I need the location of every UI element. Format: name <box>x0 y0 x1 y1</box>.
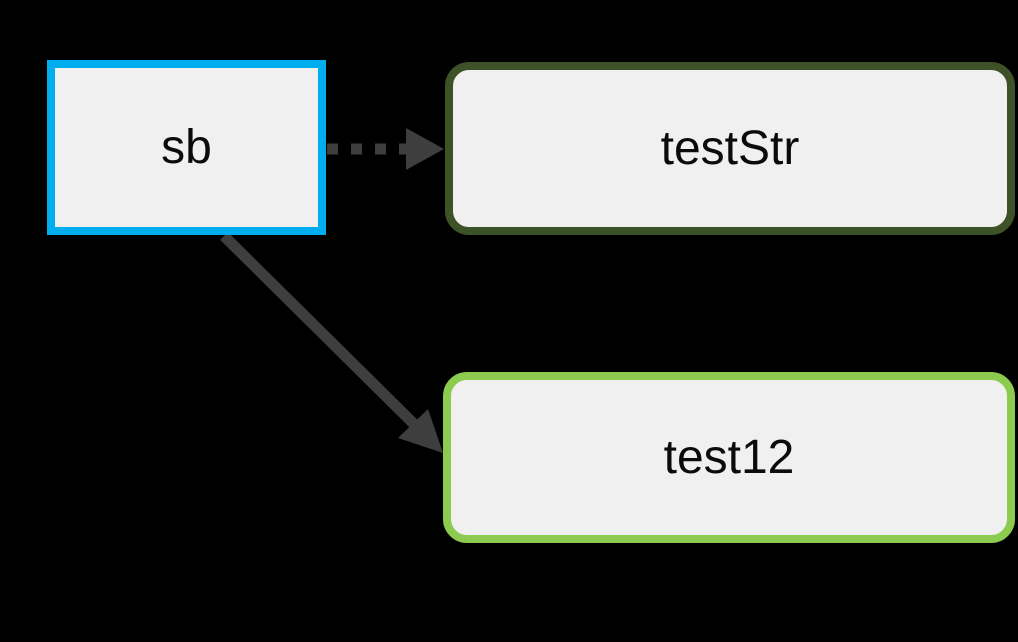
edge-solid-line <box>220 232 422 432</box>
edge-solid-arrowhead <box>398 409 443 453</box>
node-test12-label: test12 <box>663 431 795 484</box>
node-sb-label: sb <box>161 121 212 174</box>
edge-dashed-arrowhead <box>406 128 444 170</box>
node-teststr[interactable]: testStr <box>445 62 1015 235</box>
node-teststr-label: testStr <box>660 122 800 175</box>
edge-sb-to-teststr <box>327 128 444 170</box>
edge-sb-to-test12 <box>220 232 443 453</box>
node-sb[interactable]: sb <box>47 60 326 235</box>
node-test12[interactable]: test12 <box>443 372 1015 543</box>
